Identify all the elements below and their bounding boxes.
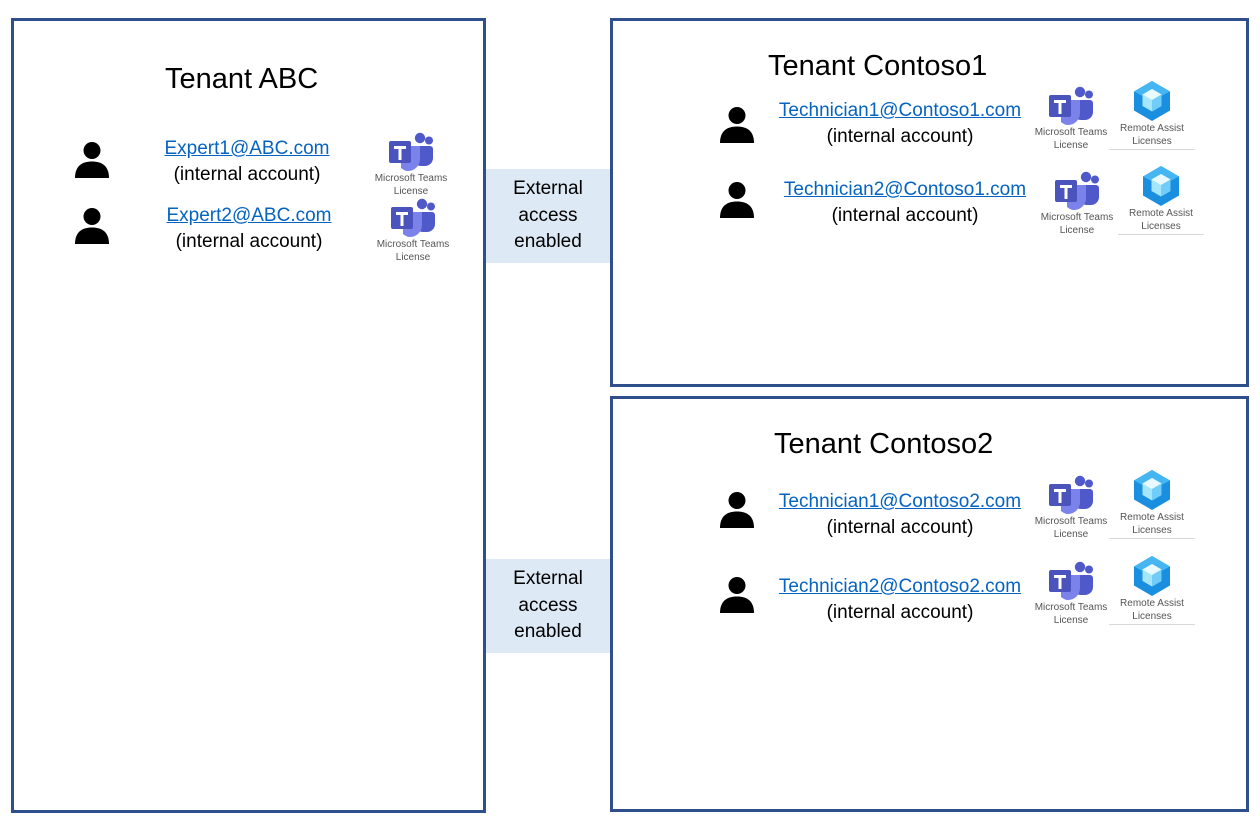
license-label: Microsoft Teams License xyxy=(1034,127,1108,151)
microsoft-teams-icon xyxy=(1053,171,1101,211)
teams-license: Microsoft Teams License xyxy=(1034,171,1120,237)
remote-assist-icon xyxy=(1139,165,1183,207)
connector-text: access xyxy=(518,594,578,616)
teams-license: Microsoft Teams License xyxy=(1028,561,1114,627)
tenant-abc-title: Tenant ABC xyxy=(165,63,319,95)
connector-text: External xyxy=(513,568,583,590)
user-entry: Expert2@ABC.com (internal account) xyxy=(166,203,331,255)
tenant-contoso2-panel: Tenant Contoso2 Technician1@Contoso2.com… xyxy=(610,396,1249,812)
license-label: Remote Assist Licenses xyxy=(1109,122,1195,150)
microsoft-teams-icon xyxy=(1047,561,1095,601)
teams-license: Microsoft Teams License xyxy=(1028,86,1114,152)
license-label: Microsoft Teams License xyxy=(374,173,448,197)
user-email-link[interactable]: Expert1@ABC.com xyxy=(164,138,330,159)
remote-assist-icon xyxy=(1130,80,1174,122)
license-label: Microsoft Teams License xyxy=(1034,516,1108,540)
remote-assist-license: Remote Assist Licenses xyxy=(1118,165,1204,235)
remote-assist-icon xyxy=(1130,469,1174,511)
account-type-label: (internal account) xyxy=(175,231,323,252)
teams-license: Microsoft Teams License xyxy=(370,198,456,264)
user-email-link[interactable]: Technician1@Contoso2.com xyxy=(778,491,1022,512)
connector-text: enabled xyxy=(514,231,582,253)
microsoft-teams-icon xyxy=(387,132,435,172)
person-icon xyxy=(74,207,110,245)
account-type-label: (internal account) xyxy=(826,602,974,623)
person-icon xyxy=(74,141,110,179)
remote-assist-license: Remote Assist Licenses xyxy=(1109,80,1195,150)
tenant-contoso1-panel: Tenant Contoso1 Technician1@Contoso1.com… xyxy=(610,18,1249,387)
user-entry: Technician1@Contoso2.com (internal accou… xyxy=(779,489,1021,541)
remote-assist-license: Remote Assist Licenses xyxy=(1109,555,1195,625)
remote-assist-license: Remote Assist Licenses xyxy=(1109,469,1195,539)
person-icon xyxy=(719,181,755,219)
microsoft-teams-icon xyxy=(1047,475,1095,515)
license-label: Remote Assist Licenses xyxy=(1118,207,1204,235)
license-label: Microsoft Teams License xyxy=(1040,212,1114,236)
account-type-label: (internal account) xyxy=(831,205,979,226)
account-type-label: (internal account) xyxy=(173,164,321,185)
user-email-link[interactable]: Expert2@ABC.com xyxy=(166,205,332,226)
person-icon xyxy=(719,491,755,529)
license-label: Microsoft Teams License xyxy=(376,239,450,263)
tenant-contoso1-title: Tenant Contoso1 xyxy=(768,50,988,82)
external-access-connector-contoso1: External access enabled xyxy=(486,169,610,263)
user-email-link[interactable]: Technician1@Contoso1.com xyxy=(778,100,1022,121)
teams-license: Microsoft Teams License xyxy=(1028,475,1114,541)
connector-text: access xyxy=(518,204,578,226)
user-entry: Technician2@Contoso1.com (internal accou… xyxy=(784,177,1026,229)
connector-text: enabled xyxy=(514,621,582,643)
user-email-link[interactable]: Technician2@Contoso2.com xyxy=(778,576,1022,597)
person-icon xyxy=(719,576,755,614)
connector-text: External xyxy=(513,178,583,200)
user-entry: Technician1@Contoso1.com (internal accou… xyxy=(779,98,1021,150)
microsoft-teams-icon xyxy=(389,198,437,238)
teams-license: Microsoft Teams License xyxy=(368,132,454,198)
tenant-abc-panel: Tenant ABC Expert1@ABC.com (internal acc… xyxy=(11,18,486,813)
license-label: Remote Assist Licenses xyxy=(1109,597,1195,625)
account-type-label: (internal account) xyxy=(826,126,974,147)
microsoft-teams-icon xyxy=(1047,86,1095,126)
tenant-contoso2-title: Tenant Contoso2 xyxy=(774,428,994,460)
account-type-label: (internal account) xyxy=(826,517,974,538)
user-email-link[interactable]: Technician2@Contoso1.com xyxy=(783,179,1027,200)
user-entry: Technician2@Contoso2.com (internal accou… xyxy=(779,574,1021,626)
license-label: Microsoft Teams License xyxy=(1034,602,1108,626)
license-label: Remote Assist Licenses xyxy=(1109,511,1195,539)
user-entry: Expert1@ABC.com (internal account) xyxy=(164,136,329,188)
person-icon xyxy=(719,106,755,144)
external-access-connector-contoso2: External access enabled xyxy=(486,559,610,653)
remote-assist-icon xyxy=(1130,555,1174,597)
